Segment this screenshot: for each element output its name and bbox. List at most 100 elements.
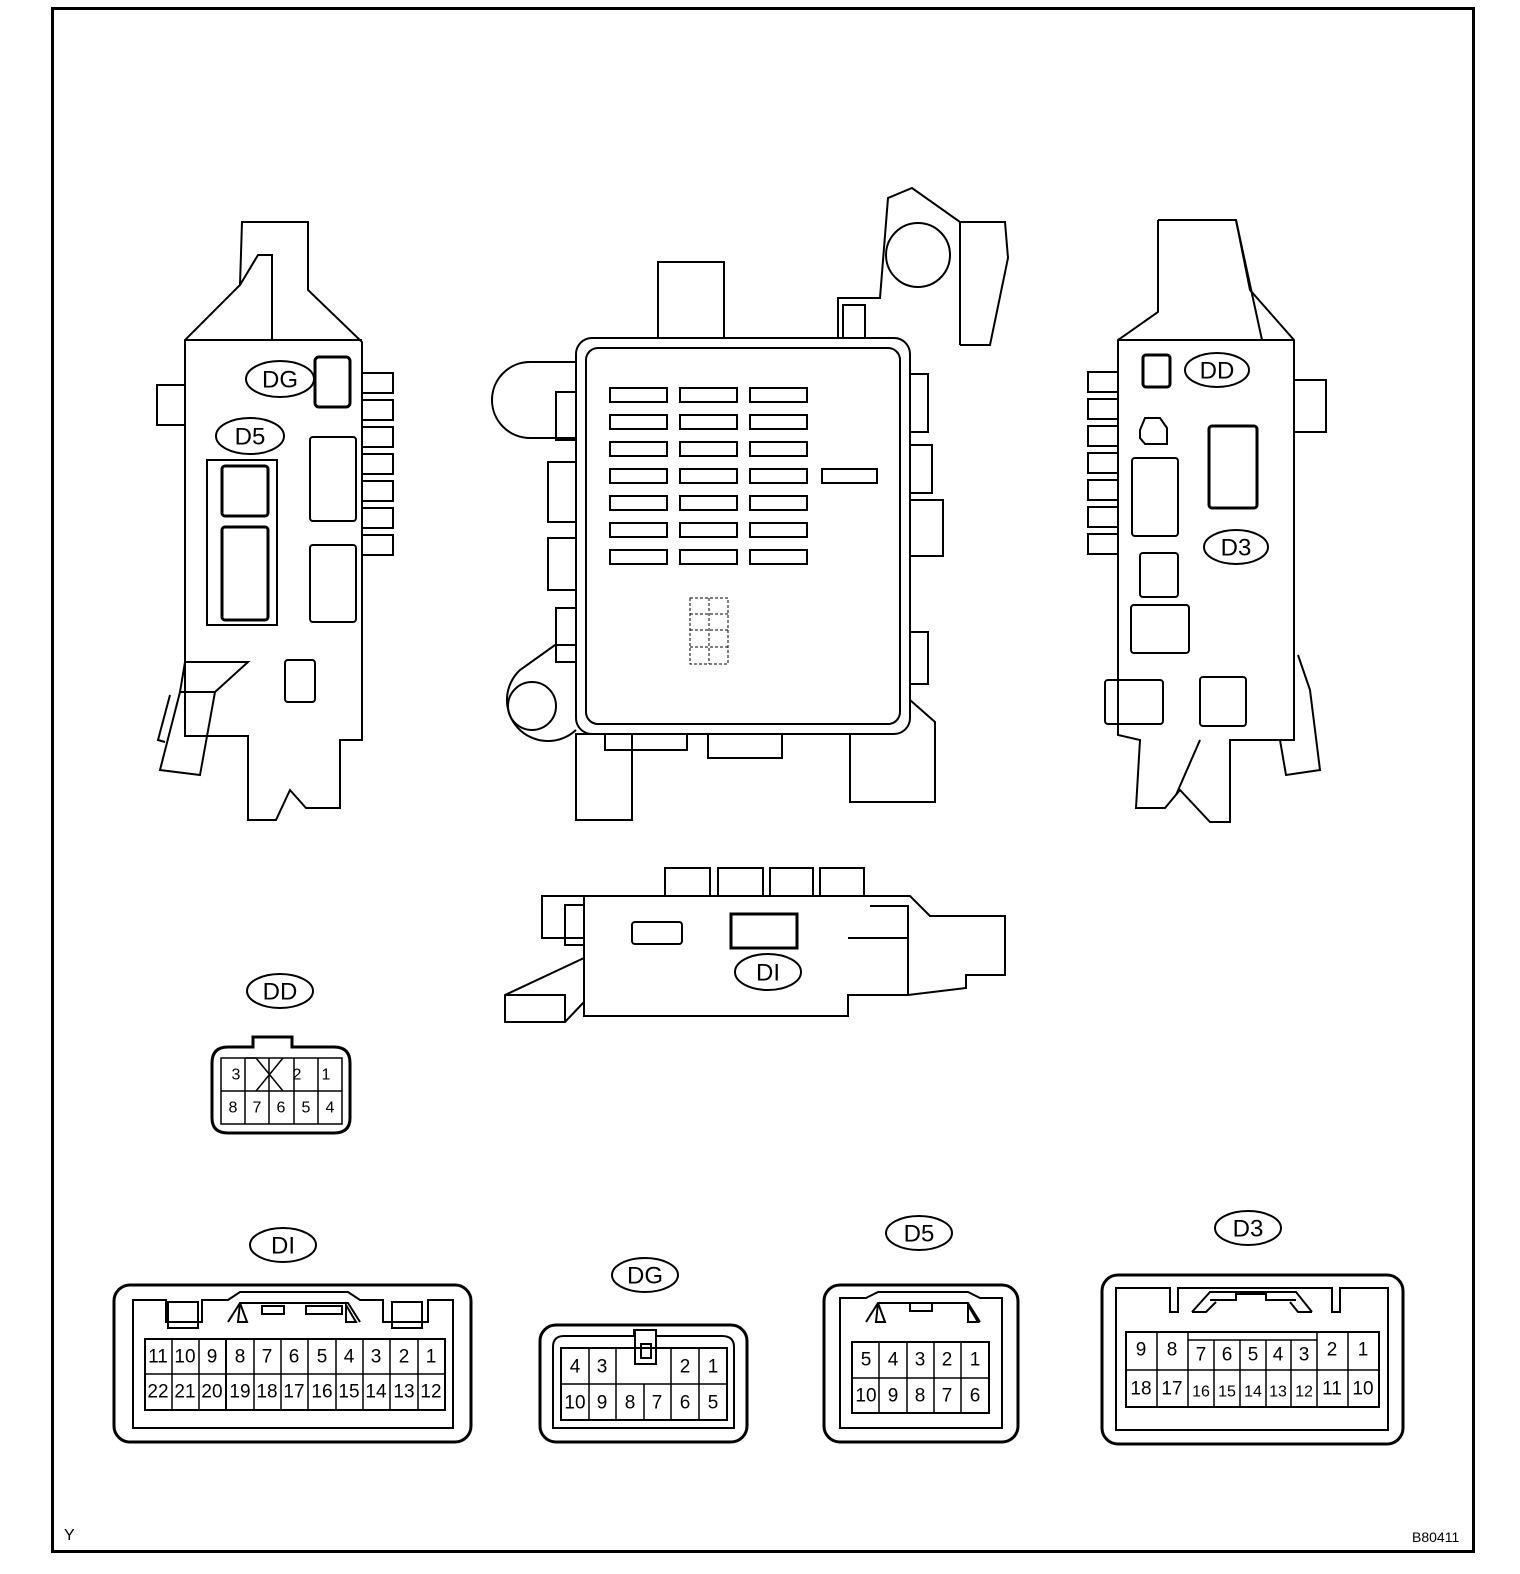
connector-dg: 4 3 2 1 10 9 8 7 6 5 xyxy=(538,1323,749,1444)
d3-pin: 6 xyxy=(1222,1345,1233,1366)
dg-pin: 7 xyxy=(652,1393,663,1414)
d5-pin: 10 xyxy=(855,1386,876,1407)
d3-pin: 14 xyxy=(1244,1384,1262,1401)
d3-pin: 16 xyxy=(1192,1384,1210,1401)
connector-dg-label: DG xyxy=(627,1263,663,1290)
d5-pin: 2 xyxy=(942,1350,953,1371)
connector-d3: 9 8 7 6 5 4 3 2 1 18 17 16 15 14 13 12 1… xyxy=(1100,1273,1405,1446)
di-pin: 17 xyxy=(283,1382,304,1403)
d5-pin: 5 xyxy=(861,1350,872,1371)
connector-di-label: DI xyxy=(271,1233,295,1260)
bottom-view xyxy=(504,867,1006,1023)
d3-pin: 5 xyxy=(1248,1345,1259,1366)
d3-pin: 8 xyxy=(1167,1340,1178,1361)
label-dd-right: DD xyxy=(1200,358,1235,385)
dd-pin: 3 xyxy=(232,1067,241,1084)
connector-d5-label-oval xyxy=(885,1215,953,1251)
di-pin: 22 xyxy=(147,1382,168,1403)
dg-pin: 5 xyxy=(708,1393,719,1414)
d3-pin: 13 xyxy=(1269,1384,1287,1401)
dd-pin: 1 xyxy=(322,1067,331,1084)
d5-pin: 7 xyxy=(942,1386,953,1407)
d5-pin: 6 xyxy=(970,1386,981,1407)
dd-pin: 8 xyxy=(229,1100,238,1117)
di-pin: 15 xyxy=(338,1382,359,1403)
label-dg-left: DG xyxy=(262,367,298,394)
dg-pin: 9 xyxy=(597,1393,608,1414)
diagram-frame xyxy=(51,7,1475,1553)
di-pin: 7 xyxy=(262,1347,273,1368)
di-pin: 13 xyxy=(393,1382,414,1403)
di-pin: 19 xyxy=(229,1382,250,1403)
d3-pin: 10 xyxy=(1352,1379,1373,1400)
dd-pin: 6 xyxy=(277,1100,286,1117)
dg-pin: 3 xyxy=(597,1357,608,1378)
connector-d5-label: D5 xyxy=(904,1221,935,1248)
label-d3-right: D3 xyxy=(1221,535,1252,562)
left-side-view xyxy=(156,221,394,821)
connector-dd: 3 2 1 8 7 6 5 4 xyxy=(210,1035,352,1135)
label-di-bottom: DI xyxy=(756,960,780,987)
dg-pin: 4 xyxy=(570,1357,581,1378)
d5-pin: 9 xyxy=(888,1386,899,1407)
dd-pin: 7 xyxy=(253,1100,262,1117)
figure-code: B80411 xyxy=(1412,1529,1460,1545)
d3-pin: 15 xyxy=(1218,1384,1236,1401)
connector-d3-label: D3 xyxy=(1233,1216,1264,1243)
dd-pin: 5 xyxy=(302,1100,311,1117)
label-oval-dd-right xyxy=(1184,352,1250,388)
di-pin: 16 xyxy=(311,1382,332,1403)
dg-pin: 8 xyxy=(625,1393,636,1414)
label-oval-d5-left xyxy=(215,417,285,455)
di-pin: 18 xyxy=(256,1382,277,1403)
d3-pin: 4 xyxy=(1273,1345,1284,1366)
d5-pin: 1 xyxy=(970,1350,981,1371)
dg-pin: 6 xyxy=(680,1393,691,1414)
d3-pin: 2 xyxy=(1327,1340,1338,1361)
di-pin: 1 xyxy=(426,1347,437,1368)
di-pin: 2 xyxy=(399,1347,410,1368)
label-oval-di-bottom xyxy=(734,953,802,991)
dg-pin: 2 xyxy=(680,1357,691,1378)
d5-pin: 3 xyxy=(915,1350,926,1371)
d5-pin: 8 xyxy=(915,1386,926,1407)
connector-dg-label-oval xyxy=(611,1257,679,1293)
label-oval-d3-right xyxy=(1203,529,1269,565)
d3-pin: 1 xyxy=(1358,1340,1369,1361)
d3-pin: 17 xyxy=(1161,1379,1182,1400)
dg-pin: 1 xyxy=(708,1357,719,1378)
di-pin: 6 xyxy=(289,1347,300,1368)
di-pin: 12 xyxy=(420,1382,441,1403)
di-pin: 10 xyxy=(174,1347,195,1368)
center-top-view xyxy=(491,186,1010,821)
right-side-view xyxy=(1087,219,1327,823)
di-pin: 11 xyxy=(148,1347,168,1368)
di-pin: 4 xyxy=(344,1347,355,1368)
di-pin: 9 xyxy=(207,1347,218,1368)
connector-d3-label-oval xyxy=(1214,1210,1282,1246)
di-pin: 20 xyxy=(201,1382,222,1403)
di-pin: 21 xyxy=(174,1382,195,1403)
dd-pin: 2 xyxy=(293,1067,302,1084)
d3-pin: 3 xyxy=(1299,1345,1310,1366)
connector-d5: 5 4 3 2 1 10 9 8 7 6 xyxy=(822,1283,1020,1444)
di-pin: 5 xyxy=(317,1347,328,1368)
connector-dd-label: DD xyxy=(263,979,298,1006)
label-d5-left: D5 xyxy=(235,424,266,451)
d3-pin: 18 xyxy=(1130,1379,1151,1400)
label-oval-dg-left xyxy=(245,360,315,398)
di-pin: 8 xyxy=(235,1347,246,1368)
connector-di-label-oval xyxy=(249,1227,317,1263)
d3-pin: 7 xyxy=(1196,1345,1207,1366)
d3-pin: 9 xyxy=(1136,1340,1147,1361)
dg-pin: 10 xyxy=(564,1393,585,1414)
di-pin: 14 xyxy=(365,1382,387,1403)
d3-pin: 12 xyxy=(1295,1384,1313,1401)
di-pin: 3 xyxy=(371,1347,382,1368)
connector-di: 11 10 9 8 7 6 5 4 3 2 1 22 21 20 19 18 1… xyxy=(112,1283,473,1444)
connector-dd-label-oval xyxy=(246,973,314,1009)
d5-pin: 4 xyxy=(888,1350,899,1371)
d3-pin: 11 xyxy=(1322,1379,1342,1400)
dd-pin: 4 xyxy=(326,1100,335,1117)
